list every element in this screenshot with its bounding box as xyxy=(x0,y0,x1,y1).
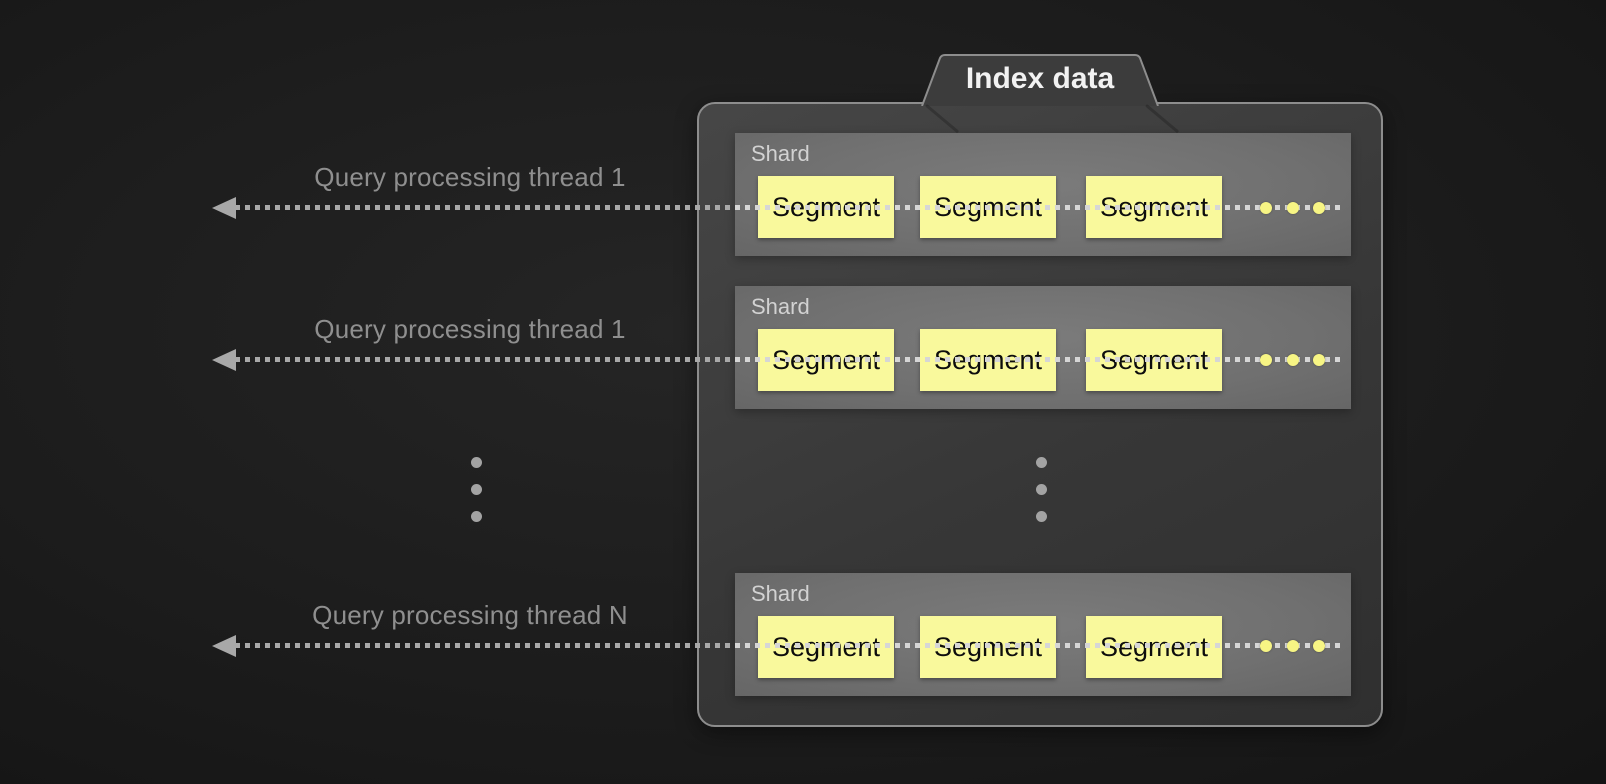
index-data-tab-label: Index data xyxy=(965,62,1115,95)
more-segments-ellipsis-dot-icon xyxy=(1287,202,1299,214)
query-thread-line-1-inner xyxy=(735,205,1345,210)
query-thread-label-1: Query processing thread 1 xyxy=(314,162,626,192)
more-segments-ellipsis-dot-icon xyxy=(1313,640,1325,652)
more-segments-ellipsis-dot-icon xyxy=(1313,354,1325,366)
more-segments-ellipsis-dot-icon xyxy=(1260,354,1272,366)
query-thread-line-3-inner xyxy=(735,643,1345,648)
ellipsis-dot-icon xyxy=(1036,484,1047,495)
more-segments-ellipsis-dot-icon xyxy=(1260,202,1272,214)
shard-row: Shard Segment Segment Segment xyxy=(735,133,1351,256)
shard-row: Shard Segment Segment Segment xyxy=(735,573,1351,696)
more-segments-ellipsis-dot-icon xyxy=(1260,640,1272,652)
left-arrowhead-icon xyxy=(212,197,236,219)
more-threads-ellipsis-icon xyxy=(471,457,482,522)
more-shards-ellipsis-icon xyxy=(1036,457,1047,522)
shard-label: Shard xyxy=(751,141,810,166)
ellipsis-dot-icon xyxy=(1036,511,1047,522)
shard-label: Shard xyxy=(751,581,810,606)
ellipsis-dot-icon xyxy=(471,457,482,468)
shard-label: Shard xyxy=(751,294,810,319)
query-thread-label-2: Query processing thread 1 xyxy=(314,314,626,344)
more-segments-ellipsis-dot-icon xyxy=(1287,354,1299,366)
more-segments-ellipsis-dot-icon xyxy=(1313,202,1325,214)
more-segments-ellipsis-dot-icon xyxy=(1287,640,1299,652)
ellipsis-dot-icon xyxy=(1036,457,1047,468)
index-data-tab-shape xyxy=(921,54,1159,106)
shard-row: Shard Segment Segment Segment xyxy=(735,286,1351,409)
ellipsis-dot-icon xyxy=(471,484,482,495)
left-arrowhead-icon xyxy=(212,635,236,657)
query-thread-line-2-inner xyxy=(735,357,1345,362)
left-arrowhead-icon xyxy=(212,349,236,371)
ellipsis-dot-icon xyxy=(471,511,482,522)
query-thread-label-3: Query processing thread N xyxy=(312,600,628,630)
